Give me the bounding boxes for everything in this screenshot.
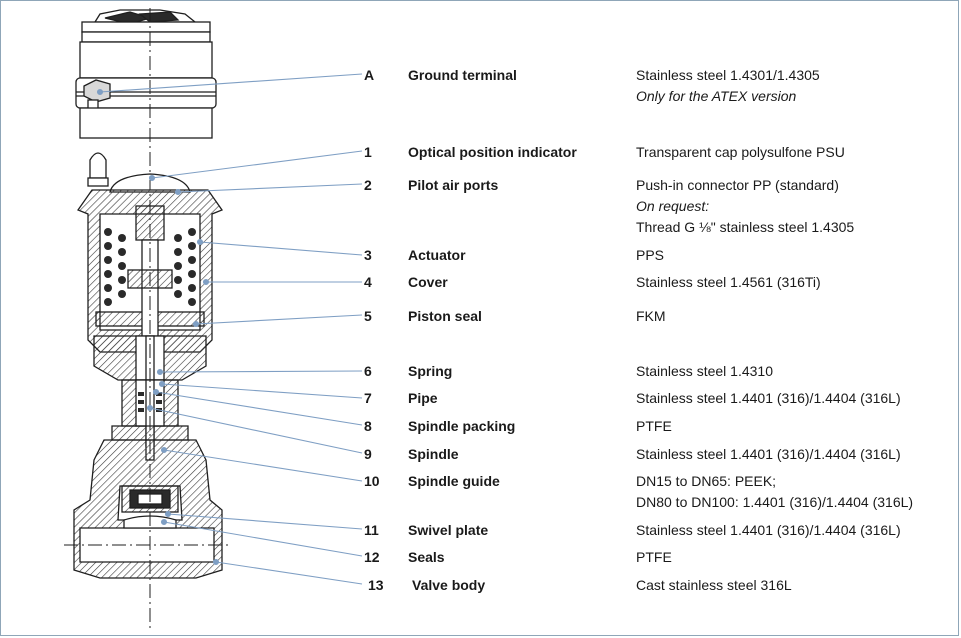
part-number: 1 (364, 144, 372, 160)
part-row: 13 Valve body Cast stainless steel 316L (0, 575, 961, 595)
part-number: 3 (364, 247, 372, 263)
part-row: 11 Swivel plate Stainless steel 1.4401 (31… (0, 520, 961, 540)
part-material: PTFE (636, 547, 956, 568)
part-row: 8 Spindle packing PTFE (0, 416, 961, 436)
part-name: Ground terminal (408, 67, 517, 83)
part-number: 10 (364, 473, 380, 489)
material-line: PPS (636, 247, 665, 263)
part-number: 11 (364, 522, 379, 538)
material-line: Stainless steel 1.4401 (316)/1.4404 (316… (636, 446, 901, 462)
part-number: 8 (364, 418, 372, 434)
part-name: Piston seal (408, 308, 482, 324)
part-name: Valve body (412, 577, 486, 593)
part-material: Stainless steel 1.4401 (316)/1.4404 (316… (636, 520, 956, 541)
part-material: FKM (636, 306, 956, 327)
material-line: Thread G ⅛" stainless steel 1.4305 (636, 219, 855, 235)
part-row: 4 Cover Stainless steel 1.4561 (316Ti) (0, 272, 961, 292)
material-line: Cast stainless steel 316L (636, 577, 792, 593)
part-material: DN15 to DN65: PEEK; DN80 to DN100: 1.4401… (636, 471, 956, 513)
part-number: 6 (364, 363, 372, 379)
part-row: 9 Spindle Stainless steel 1.4401 (316)/1.4… (0, 444, 961, 464)
material-line: Stainless steel 1.4561 (316Ti) (636, 274, 821, 290)
part-number: 2 (364, 177, 372, 193)
part-name: Cover (408, 274, 448, 290)
part-number: A (364, 67, 375, 83)
atex-cap (75, 9, 217, 139)
material-line: Only for the ATEX version (636, 88, 797, 104)
part-name: Optical position indicator (408, 144, 577, 160)
leader-lines (96, 73, 363, 585)
part-row: 3 Actuator PPS (0, 245, 961, 265)
part-row: A Ground terminal Stainless steel 1.4301/1… (0, 65, 961, 104)
material-line: PTFE (636, 549, 672, 565)
part-name: Pipe (408, 390, 438, 406)
part-name: Spindle (408, 446, 459, 462)
material-line: On request: (636, 198, 710, 214)
part-material: Push-in connector PP (standard) On reques… (636, 175, 956, 238)
part-material: Transparent cap polysulfone PSU (636, 142, 956, 163)
material-line: Stainless steel 1.4310 (636, 363, 773, 379)
part-row: 1 Optical position indicator Transparent c… (0, 142, 961, 162)
part-row: 7 Pipe Stainless steel 1.4401 (316)/1.4404… (0, 388, 961, 408)
part-material: Stainless steel 1.4401 (316)/1.4404 (316… (636, 388, 956, 409)
part-material: Cast stainless steel 316L (636, 575, 956, 596)
part-name: Pilot air ports (408, 177, 499, 193)
part-number: 5 (364, 308, 372, 324)
material-line: Stainless steel 1.4401 (316)/1.4404 (316… (636, 390, 901, 406)
part-name: Swivel plate (408, 522, 489, 538)
part-number: 7 (364, 390, 372, 406)
part-material: Stainless steel 1.4561 (316Ti) (636, 272, 956, 293)
part-row: 12 Seals PTFE (0, 547, 961, 567)
part-material: PTFE (636, 416, 956, 437)
part-number: 9 (364, 446, 372, 462)
part-material: PPS (636, 245, 956, 266)
material-line: Transparent cap polysulfone PSU (636, 144, 845, 160)
material-line: FKM (636, 308, 666, 324)
part-number: 13 (368, 577, 384, 593)
material-line: Stainless steel 1.4301/1.4305 (636, 67, 820, 83)
part-number: 4 (364, 274, 372, 290)
part-row: 10 Spindle guide DN15 to DN65: PEEK; DN80 t… (0, 471, 961, 510)
part-name: Spindle guide (408, 473, 500, 489)
part-name: Spring (408, 363, 453, 379)
part-row: 5 Piston seal FKM (0, 306, 961, 326)
part-name: Spindle packing (408, 418, 516, 434)
part-material: Stainless steel 1.4401 (316)/1.4404 (316… (636, 444, 956, 465)
part-material: Stainless steel 1.4310 (636, 361, 956, 382)
part-number: 12 (364, 549, 380, 565)
material-line: Push-in connector PP (standard) (636, 177, 839, 193)
material-line: PTFE (636, 418, 672, 434)
material-line: Stainless steel 1.4401 (316)/1.4404 (316… (636, 522, 901, 538)
material-line: DN80 to DN100: 1.4401 (316)/1.4404 (316L… (636, 494, 914, 510)
part-name: Actuator (408, 247, 466, 263)
material-line: DN15 to DN65: PEEK; (636, 473, 777, 489)
part-name: Seals (408, 549, 445, 565)
part-row: 2 Pilot air ports Push-in connector PP (st… (0, 175, 961, 235)
part-row: 6 Spring Stainless steel 1.4310 (0, 361, 961, 381)
